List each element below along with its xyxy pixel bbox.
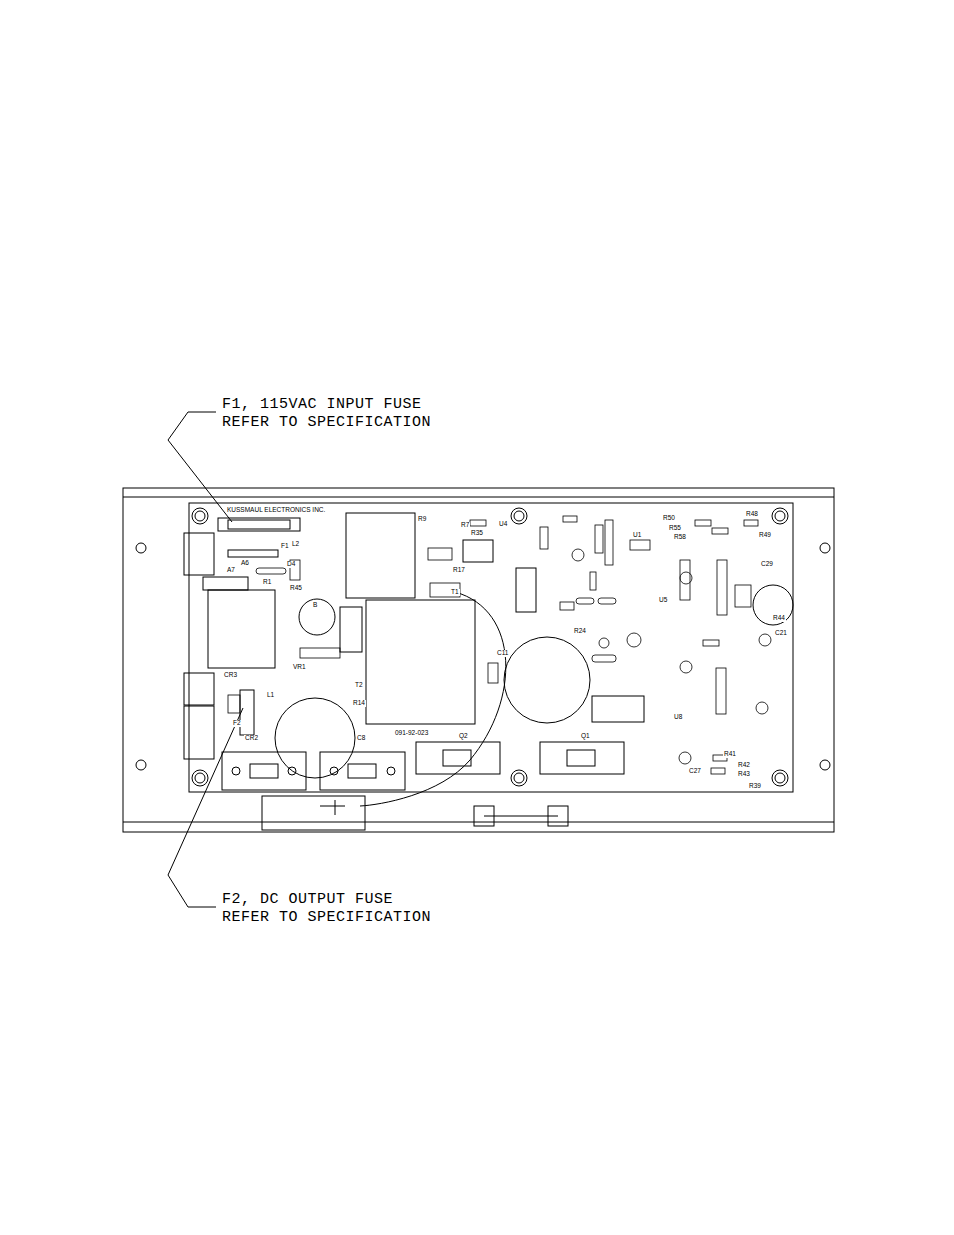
part-label: C27 <box>688 768 702 775</box>
part-label: U8 <box>673 714 683 721</box>
part-label: R42 <box>737 762 751 769</box>
part-label: R17 <box>452 567 466 574</box>
part-label: B <box>312 602 318 609</box>
part-label: R14 <box>352 700 366 707</box>
part-label: C8 <box>356 735 366 742</box>
part-label: R50 <box>662 515 676 522</box>
part-label: R58 <box>673 534 687 541</box>
part-label: R1 <box>262 579 272 586</box>
part-label: R49 <box>758 532 772 539</box>
part-label: C21 <box>774 630 788 637</box>
part-label: KUSSMAUL ELECTRONICS INC. <box>226 507 326 514</box>
part-label: Q1 <box>580 733 591 740</box>
part-label: U1 <box>632 532 642 539</box>
part-label: C29 <box>760 561 774 568</box>
part-label: C11 <box>496 650 509 657</box>
callout-text: F1, 115VAC INPUT FUSE <box>222 397 422 412</box>
callout-text: F2, DC OUTPUT FUSE <box>222 892 393 907</box>
part-label: R48 <box>745 511 759 518</box>
part-label: L2 <box>291 541 300 548</box>
part-label: R9 <box>417 516 427 523</box>
part-label: R39 <box>748 783 762 790</box>
part-label: CR2 <box>244 735 259 742</box>
part-label: D4 <box>286 561 296 568</box>
part-label: U5 <box>658 597 668 604</box>
part-label: R55 <box>668 525 682 532</box>
part-label: R45 <box>289 585 303 592</box>
callout-text: REFER TO SPECIFICATION <box>222 415 431 430</box>
part-label: 091-92-023 <box>394 730 429 737</box>
part-label: R44 <box>772 615 786 622</box>
callout-text: REFER TO SPECIFICATION <box>222 910 431 925</box>
part-label: A6 <box>240 560 250 567</box>
part-label: F2 <box>232 720 242 727</box>
part-label: R43 <box>737 771 751 778</box>
part-label: U4 <box>498 521 508 528</box>
part-label: Q2 <box>458 733 469 740</box>
part-label: VR1 <box>292 664 307 671</box>
part-label: CR3 <box>223 672 238 679</box>
part-label: R7 <box>460 522 470 529</box>
part-label: L1 <box>266 692 275 699</box>
part-label: F1 <box>280 543 290 550</box>
part-label: R41 <box>723 751 737 758</box>
part-label: T1 <box>450 589 460 596</box>
part-label: R24 <box>573 628 587 635</box>
part-label: T2 <box>354 682 364 689</box>
part-label: R35 <box>470 530 484 537</box>
part-label: A7 <box>226 567 236 574</box>
